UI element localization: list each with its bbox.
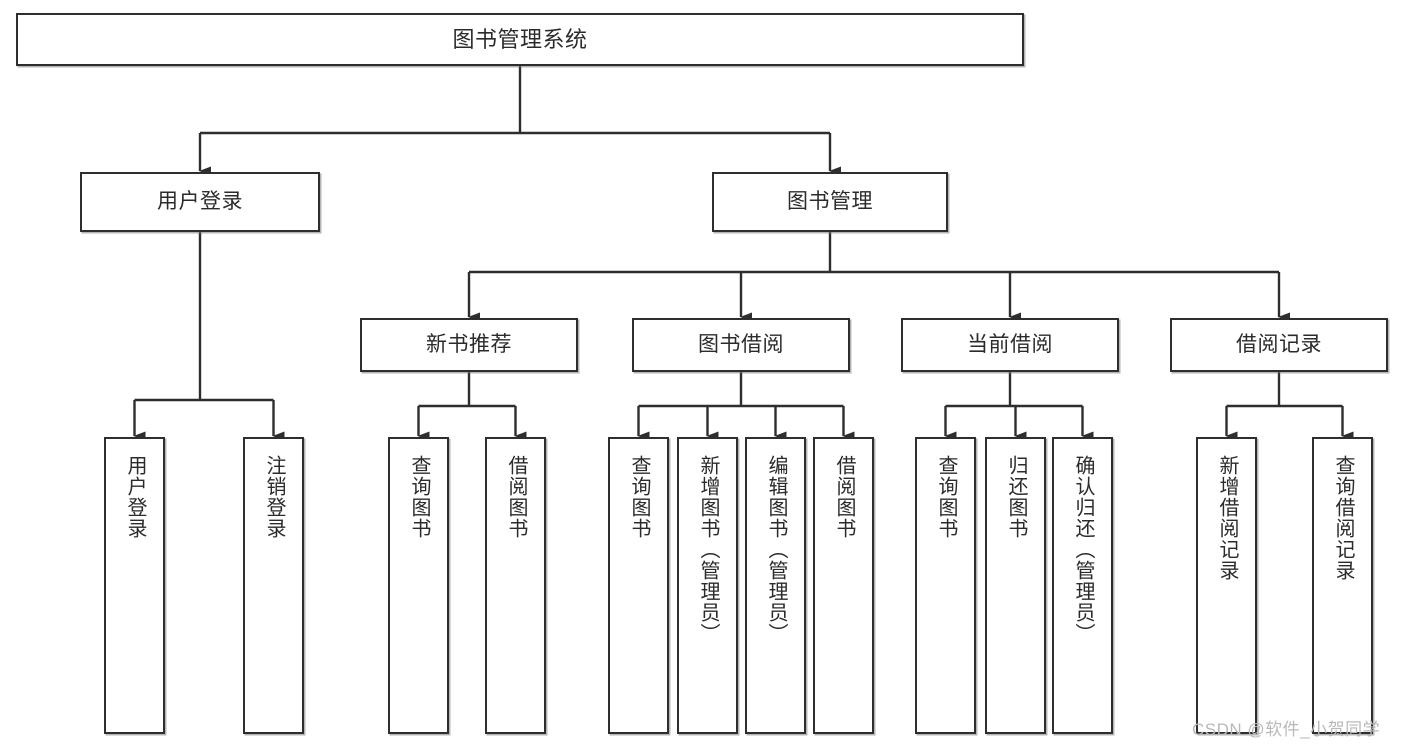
node-label: 归还图书: [1005, 455, 1027, 539]
node-records-2[interactable]: 查询借阅记录: [1312, 437, 1373, 734]
node-label: 查询图书: [628, 455, 650, 539]
node-bookmgmt[interactable]: 图书管理: [712, 172, 948, 232]
node-label: 借阅图书: [833, 455, 855, 539]
edge-group: [133, 66, 1354, 441]
node-label: 借阅记录: [1236, 332, 1322, 356]
node-label: 注销登录: [263, 455, 285, 539]
node-current[interactable]: 当前借阅: [901, 318, 1119, 372]
node-newbook-1[interactable]: 查询图书: [388, 437, 449, 734]
node-label: 确认归还（管理员）: [1072, 455, 1094, 644]
node-login[interactable]: 用户登录: [80, 172, 320, 232]
node-borrow[interactable]: 图书借阅: [632, 318, 850, 372]
node-login-2[interactable]: 注销登录: [243, 437, 304, 734]
node-label: 新增图书（管理员）: [697, 455, 719, 644]
node-label: 图书借阅: [698, 332, 784, 356]
node-borrow-3[interactable]: 编辑图书（管理员）: [745, 437, 806, 734]
node-label: 编辑图书（管理员）: [765, 455, 787, 644]
node-records[interactable]: 借阅记录: [1170, 318, 1388, 372]
node-borrow-4[interactable]: 借阅图书: [813, 437, 874, 734]
node-label: 查询图书: [935, 455, 957, 539]
node-borrow-2[interactable]: 新增图书（管理员）: [677, 437, 738, 734]
node-current-3[interactable]: 确认归还（管理员）: [1052, 437, 1113, 734]
node-root[interactable]: 图书管理系统: [16, 13, 1024, 66]
node-records-1[interactable]: 新增借阅记录: [1196, 437, 1257, 734]
node-label: 新书推荐: [426, 332, 512, 356]
node-label: 查询图书: [408, 455, 430, 539]
node-label: 图书管理系统: [452, 26, 588, 52]
node-label: 用户登录: [124, 455, 146, 539]
node-newbook[interactable]: 新书推荐: [360, 318, 578, 372]
node-login-1[interactable]: 用户登录: [104, 437, 165, 734]
node-label: 当前借阅: [967, 332, 1053, 356]
node-label: 图书管理: [787, 189, 873, 213]
node-current-1[interactable]: 查询图书: [915, 437, 976, 734]
node-current-2[interactable]: 归还图书: [985, 437, 1046, 734]
node-label: 借阅图书: [505, 455, 527, 539]
node-label: 查询借阅记录: [1332, 455, 1354, 581]
node-label: 用户登录: [157, 189, 243, 213]
node-borrow-1[interactable]: 查询图书: [608, 437, 669, 734]
node-newbook-2[interactable]: 借阅图书: [485, 437, 546, 734]
node-label: 新增借阅记录: [1216, 455, 1238, 581]
